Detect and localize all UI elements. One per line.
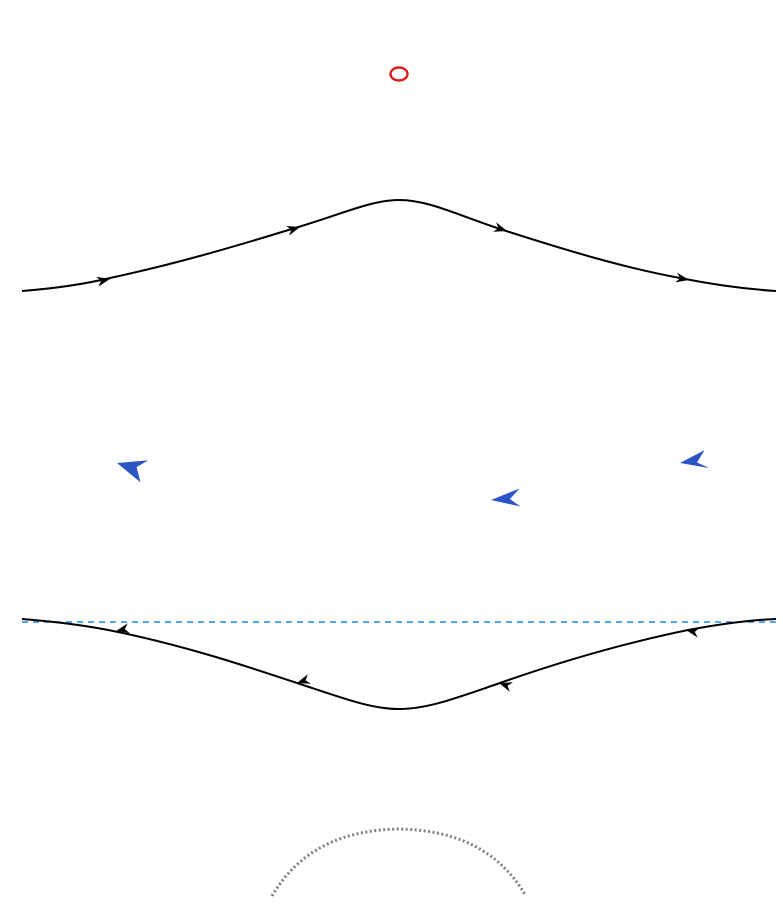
lower-arrowhead-4	[116, 623, 130, 634]
upper-flow-line	[21, 198, 777, 292]
blue-arrowhead-left	[117, 460, 149, 483]
lower-arrowhead-1	[686, 627, 700, 638]
upper-arrowhead-4	[675, 272, 689, 283]
lower-arrowhead-3	[297, 674, 311, 684]
upper-arrowhead-1	[96, 276, 110, 287]
lower-flow-curve	[21, 618, 777, 711]
upper-arrowhead-3	[493, 222, 507, 232]
lower-flow-line	[21, 618, 777, 711]
upper-flow-curve	[21, 198, 777, 292]
blue-arrowhead-right	[680, 450, 710, 468]
blue-arrowheads	[117, 450, 710, 507]
lower-arrowhead-2	[499, 682, 513, 692]
upper-arrowhead-2	[286, 226, 300, 236]
red-circle-marker	[389, 66, 409, 82]
blue-arrowhead-middle	[491, 488, 521, 507]
dotted-arc	[270, 827, 528, 897]
